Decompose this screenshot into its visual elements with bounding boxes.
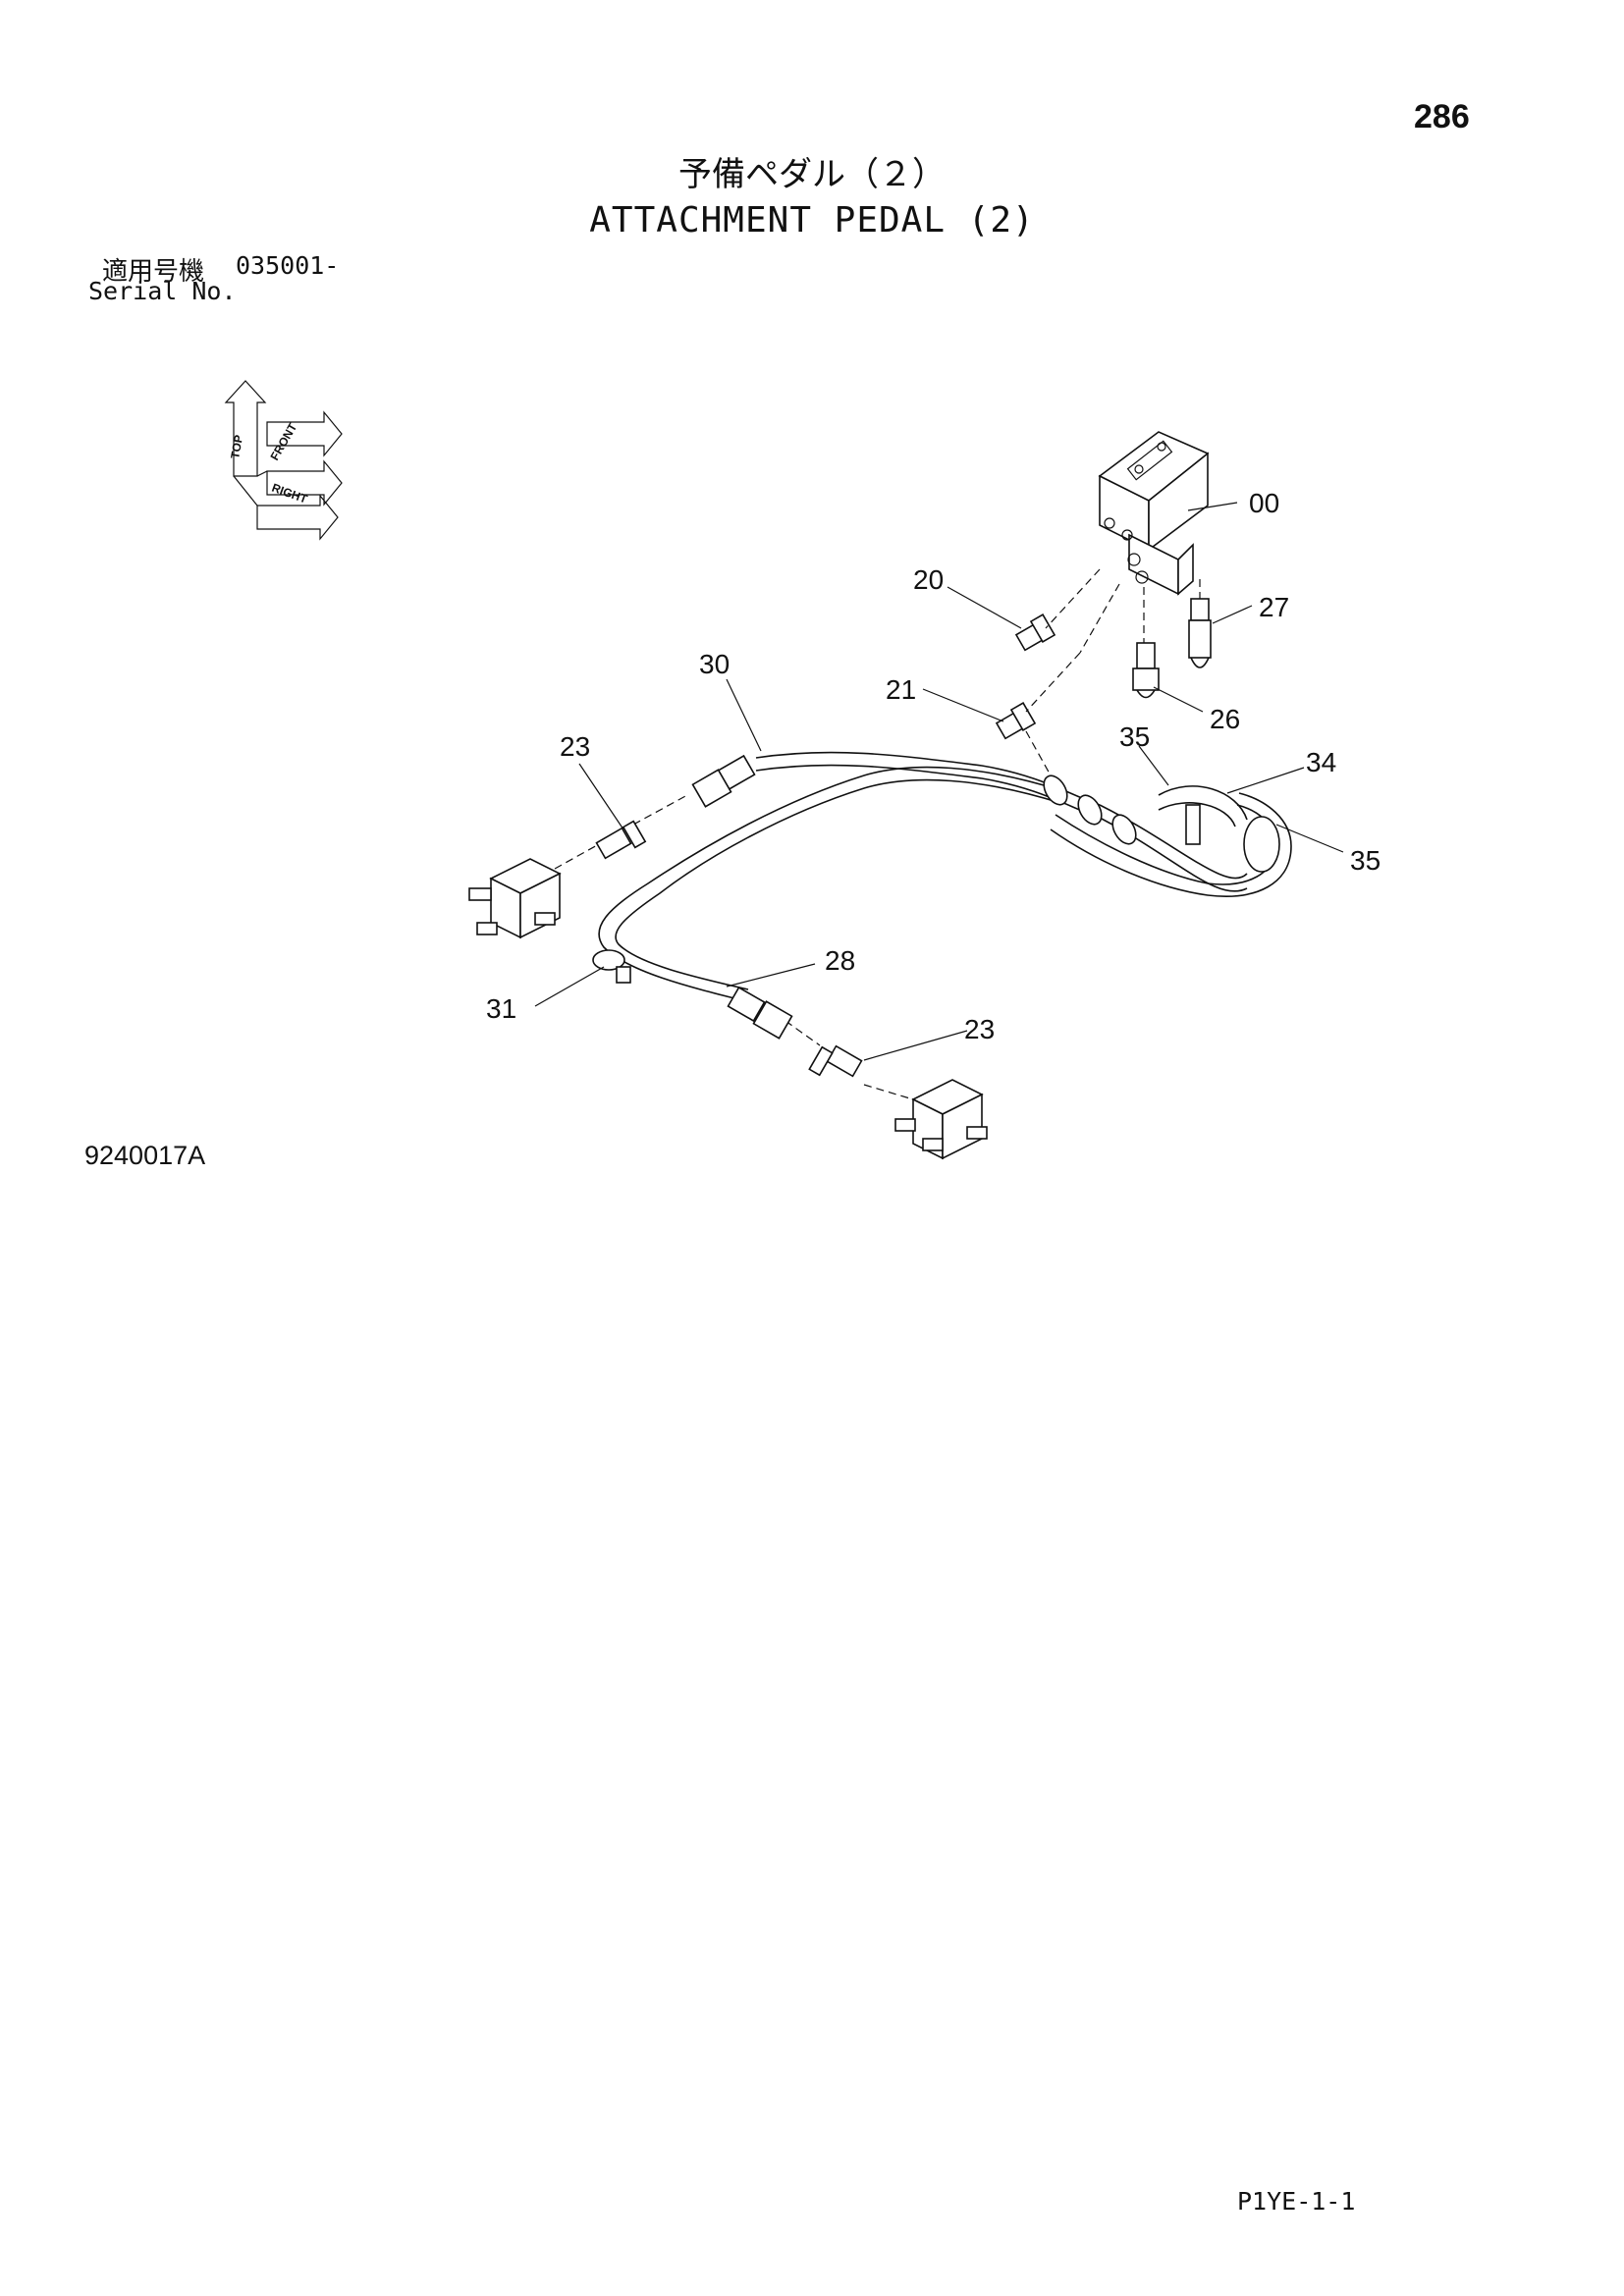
callout-26: 26 [1210,704,1240,734]
fitting-21 [995,702,1037,740]
fitting-26 [1132,642,1160,699]
callout-21: 21 [886,674,916,705]
callout-27: 27 [1259,592,1289,622]
pedal-valve-assembly [1098,431,1210,596]
callout-34: 34 [1306,747,1336,777]
pressure-sensor-23-right [808,1044,863,1078]
serial-value: 035001- [236,251,340,280]
hose-28-end-fitting [727,986,793,1040]
callout-31: 31 [486,993,516,1024]
callout-28: 28 [825,945,855,976]
footer-code: P1YE-1-1 [1237,2187,1356,2216]
drawing-id: 9240017A [84,1141,206,1170]
callout-35-lower: 35 [1350,845,1380,876]
hose-clamp-31 [592,949,631,984]
orientation-label-top: TOP [228,434,245,460]
hose-30-end-fitting [691,754,756,808]
title-english: ATTACHMENT PEDAL (2) [589,200,1035,240]
callout-00: 00 [1249,488,1279,518]
callout-23-left: 23 [560,731,590,762]
hose-30 [755,751,1248,892]
fitting-20 [1014,614,1056,652]
pressure-sensor-23-left [595,820,647,860]
fitting-27 [1188,598,1212,668]
orientation-indicator: TOP FRONT RIGHT [224,380,343,541]
control-valve-left [468,858,562,939]
serial-label-english: Serial No. [88,277,237,305]
control-valve-right [894,1079,988,1160]
callout-23-right: 23 [964,1014,995,1044]
orientation-label-front: FRONT [267,420,299,462]
callout-35-upper: 35 [1119,721,1150,752]
hose-clamp-34-35 [1043,774,1280,873]
callout-20: 20 [913,564,944,595]
leader-lines [534,502,1344,1061]
callout-30: 30 [699,649,730,679]
orientation-label-right: RIGHT [270,481,309,507]
title-japanese: 予備ペダル（２） [678,155,946,194]
page-number: 286 [1414,98,1470,135]
serial-label-japanese: 適用号機 [102,257,205,287]
